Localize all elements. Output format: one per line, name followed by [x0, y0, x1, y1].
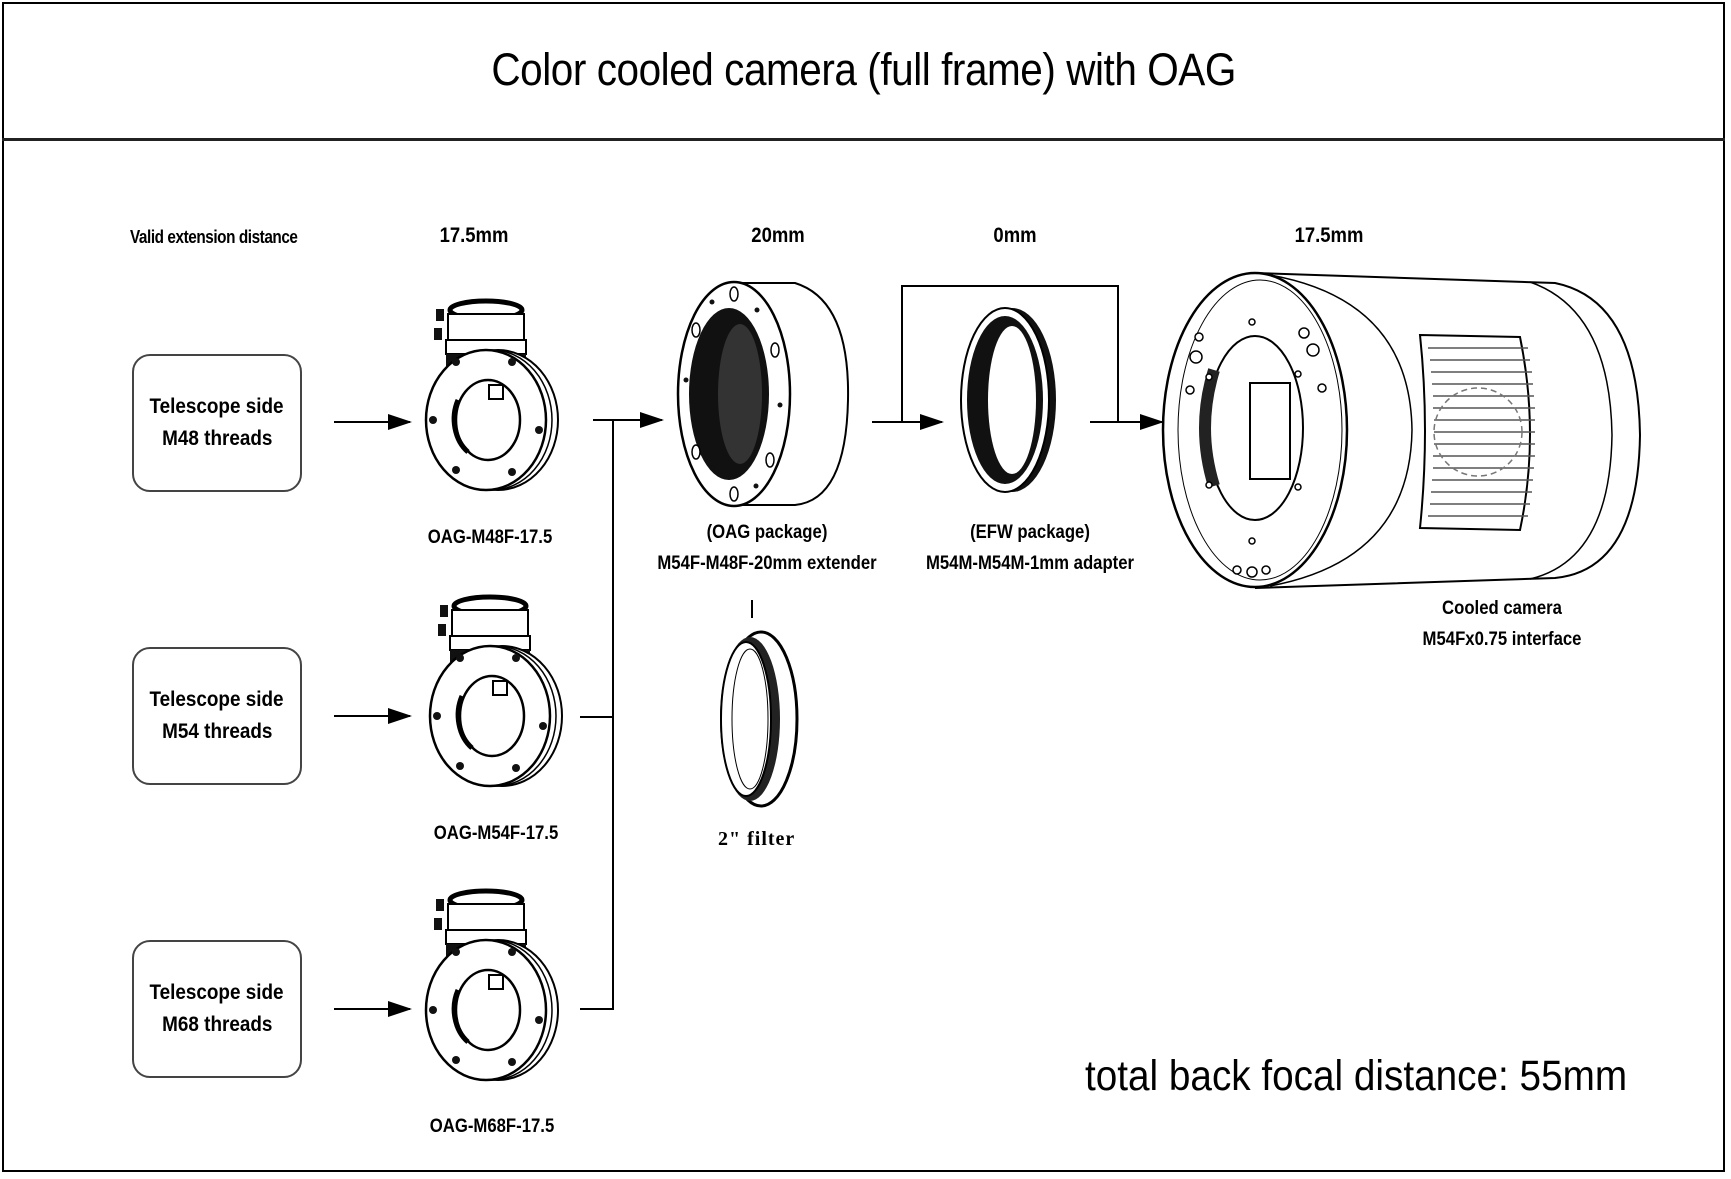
filter-drawing	[720, 630, 799, 808]
thread-label: M48 threads	[161, 427, 273, 450]
title-bar: Color cooled camera (full frame) with OA…	[2, 2, 1725, 141]
thread-label: M68 threads	[161, 1013, 273, 1036]
camera-interface: M54Fx0.75 interface	[1422, 629, 1582, 650]
telescope-side-label: Telescope side	[149, 395, 285, 418]
diagram-title: Color cooled camera (full frame) with OA…	[491, 44, 1236, 95]
thread-label: M54 threads	[161, 720, 273, 743]
extender-package: (OAG package)	[706, 522, 828, 543]
telescope-side-label: Telescope side	[149, 688, 285, 711]
telescope-side-m48-box: Telescope side M48 threads	[132, 354, 302, 492]
distance-extender: 20mm	[751, 224, 805, 247]
oag-m68-drawing	[426, 891, 558, 1080]
adapter-drawing	[960, 307, 1056, 493]
total-back-focal-distance: total back focal distance: 55mm	[1085, 1052, 1628, 1100]
adapter-name: M54M-M54M-1mm adapter	[925, 553, 1135, 574]
valid-extension-header: Valid extension distance	[130, 227, 298, 247]
camera-drawing	[1161, 271, 1642, 589]
adapter-label: (EFW package) M54M-M54M-1mm adapter	[926, 517, 1134, 579]
oag-m48-drawing	[426, 301, 558, 490]
filter-label: 2" filter	[718, 828, 796, 850]
telescope-side-m54-box: Telescope side M54 threads	[132, 647, 302, 785]
telescope-side-m68-box: Telescope side M68 threads	[132, 940, 302, 1078]
distance-oag: 17.5mm	[439, 224, 509, 247]
adapter-package: (EFW package)	[970, 522, 1090, 543]
camera-name: Cooled camera	[1442, 598, 1562, 619]
distance-camera: 17.5mm	[1294, 224, 1364, 247]
oag-m48-label: OAG-M48F-17.5	[427, 527, 553, 548]
extender-drawing	[676, 280, 850, 508]
extender-name: M54F-M48F-20mm extender	[657, 553, 877, 574]
oag-m54-drawing	[430, 597, 562, 786]
bypass-bracket	[901, 285, 1119, 422]
oag-m54-label: OAG-M54F-17.5	[433, 823, 559, 844]
camera-label: Cooled camera M54Fx0.75 interface	[1423, 593, 1582, 655]
extender-label: (OAG package) M54F-M48F-20mm extender	[657, 517, 876, 579]
collector-bracket	[580, 419, 614, 1010]
telescope-side-label: Telescope side	[149, 981, 285, 1004]
oag-m68-label: OAG-M68F-17.5	[429, 1116, 555, 1137]
distance-adapter: 0mm	[993, 224, 1037, 247]
